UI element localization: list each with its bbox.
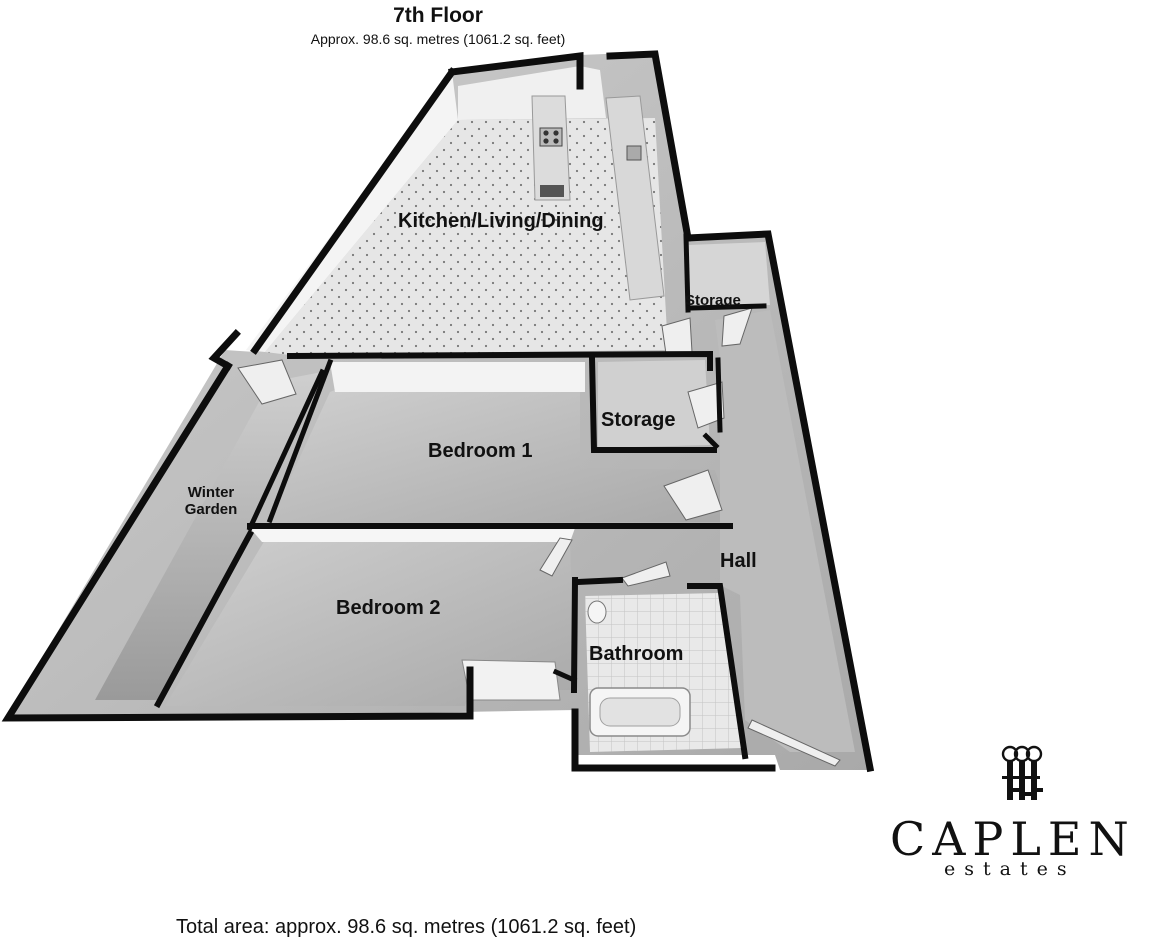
floor-area-subtitle: Approx. 98.6 sq. metres (1061.2 sq. feet…	[310, 31, 566, 47]
room-label-bedroom1: Bedroom 1	[428, 440, 533, 462]
hob	[539, 127, 563, 147]
storage-lower-floor	[598, 360, 710, 448]
door-winter-garden	[237, 359, 297, 405]
kitchen-island	[531, 95, 571, 201]
winter-garden-line1: Winter	[187, 484, 235, 501]
kitchen-wall-face-top	[458, 66, 606, 120]
sink	[626, 145, 642, 161]
brand-tagline: estates	[944, 858, 1076, 880]
door-entrance	[747, 719, 841, 767]
room-label-kitchen: Kitchen/Living/Dining	[398, 210, 604, 232]
room-label-storage-upper: Storage	[685, 292, 741, 309]
room-label-winter-garden: Winter Garden	[176, 484, 246, 518]
kitchen-floor	[265, 118, 668, 355]
room-label-storage-lower: Storage	[601, 409, 676, 431]
oven	[540, 185, 564, 197]
brand-name: CAPLEN	[890, 812, 1136, 866]
wardrobe	[461, 659, 561, 701]
room-label-bedroom2: Bedroom 2	[336, 597, 441, 619]
floor-title: 7th Floor	[393, 4, 483, 27]
room-label-bathroom: Bathroom	[589, 643, 684, 665]
door-bathroom	[621, 561, 671, 587]
hall-floor	[715, 310, 855, 752]
toilet	[587, 600, 607, 624]
winter-garden-line2: Garden	[184, 501, 238, 518]
door-storage-upper	[721, 307, 753, 347]
kitchen-units	[605, 95, 665, 301]
winter-garden-floor	[95, 372, 322, 700]
bedroom1-floor	[270, 390, 732, 522]
bedroom1-wall-face	[330, 362, 585, 392]
storage-upper-floor	[688, 242, 770, 308]
bedroom2-wall-face	[250, 528, 575, 542]
door-storage-lower	[687, 381, 725, 429]
walls	[1, 50, 875, 773]
total-area: Total area: approx. 98.6 sq. metres (106…	[176, 916, 637, 938]
door-bedroom1	[663, 469, 723, 521]
door-bedroom2	[539, 537, 573, 577]
caplen-keys-logo-icon	[1001, 745, 1043, 800]
room-label-hall: Hall	[720, 550, 757, 572]
